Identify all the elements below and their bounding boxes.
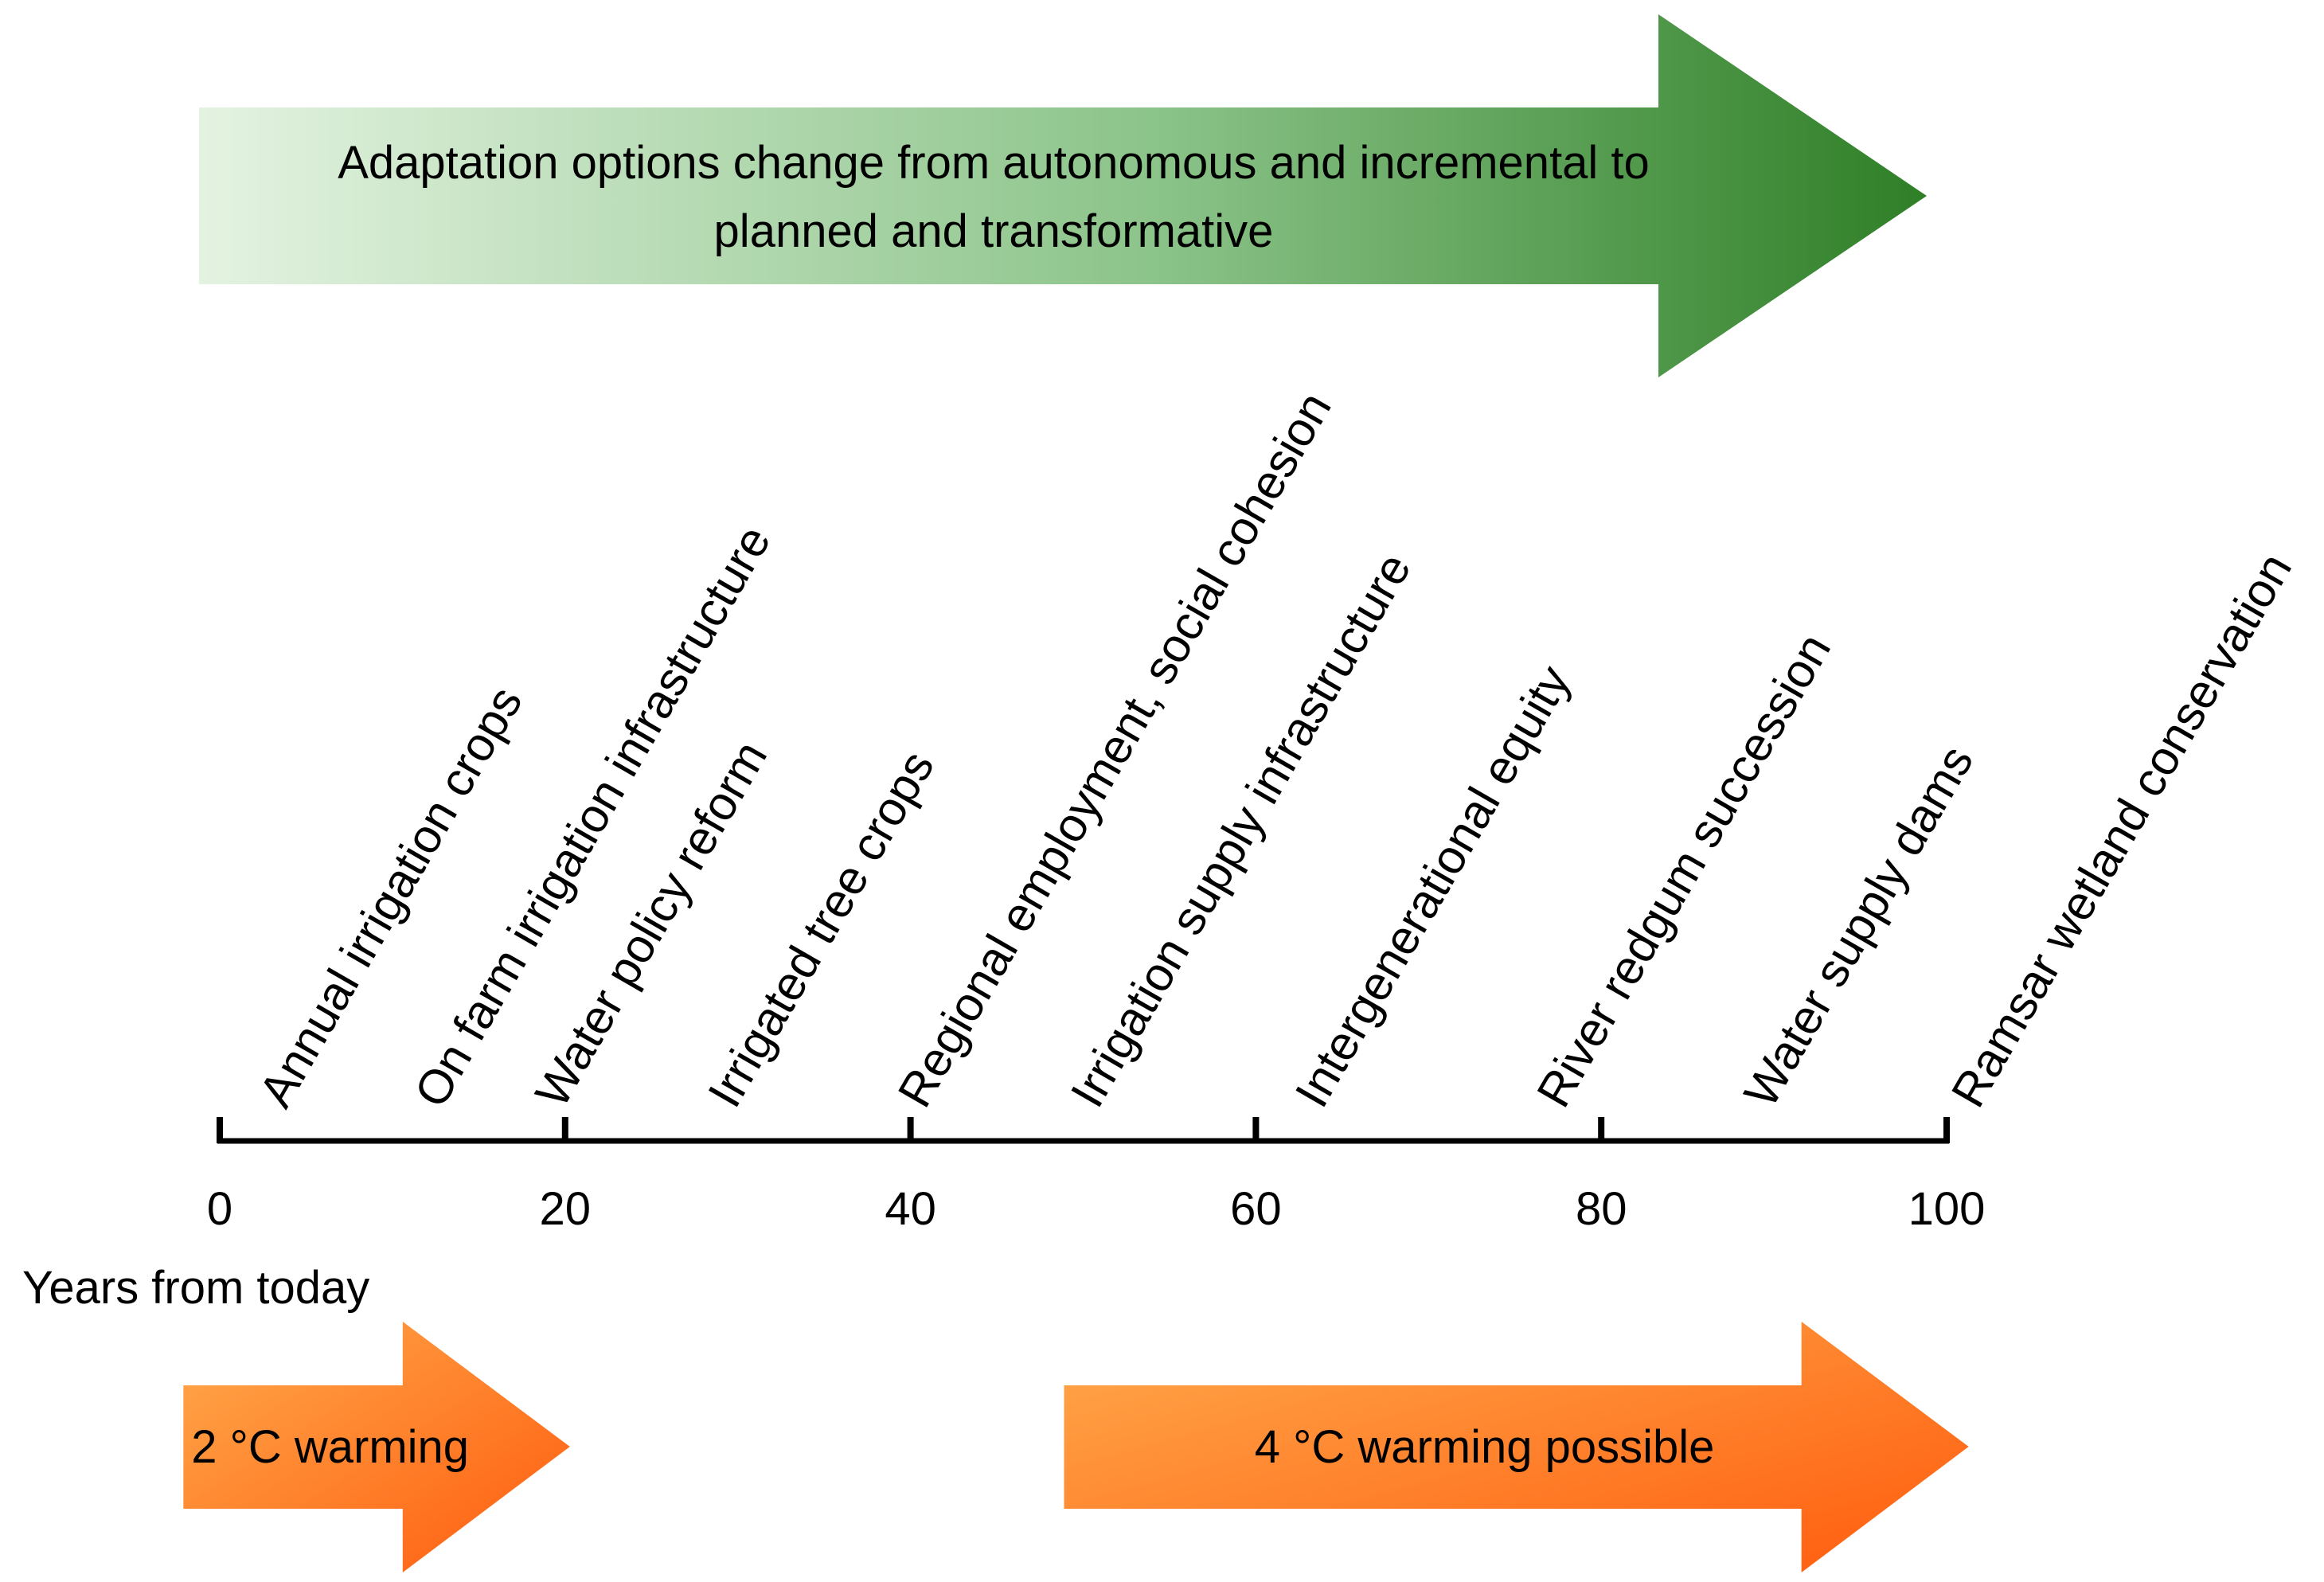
tick-label: 100 [1908,1183,1986,1235]
tick-label: 0 [207,1183,232,1235]
top-arrow-line1: Adaptation options change from autonomou… [338,137,1650,189]
top-adaptation-arrow: Adaptation options change from autonomou… [199,14,1927,377]
warming-arrows: 2 °C warming 4 °C warming possible [183,1322,1969,1572]
warming-arrow-shape [183,1322,570,1572]
tick-label: 60 [1230,1183,1282,1235]
top-arrow-line2: planned and transformative [714,205,1274,257]
warming-arrow-shape [1064,1322,1969,1572]
timeline-axis: 0 20 40 60 80 100 Years from today [22,1117,1985,1314]
tick-label: 80 [1576,1183,1627,1235]
option-label: Water supply dams [1734,736,1984,1115]
axis-title: Years from today [22,1262,369,1314]
axis-ticks: 0 20 40 60 80 100 [207,1117,1986,1235]
warming-label: 2 °C warming [191,1421,469,1473]
top-arrow-shape [199,14,1927,377]
option-label: Ramsar wetland conservation [1941,545,2302,1116]
warming-label: 4 °C warming possible [1255,1421,1715,1473]
option-label: Annual irrigation crops [248,678,533,1116]
tick-label: 40 [885,1183,936,1235]
tick-label: 20 [540,1183,592,1235]
